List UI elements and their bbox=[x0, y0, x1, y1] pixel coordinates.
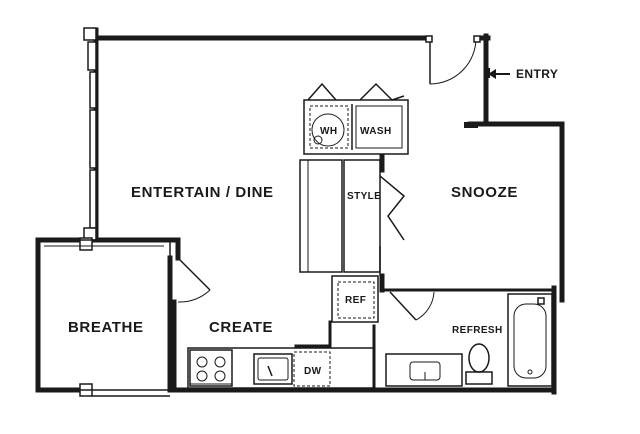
partitions bbox=[294, 122, 556, 392]
room-label-entertain-dine: ENTERTAIN / DINE bbox=[131, 184, 274, 201]
entry-label: ENTRY bbox=[516, 67, 558, 81]
bathroom-door bbox=[389, 291, 435, 321]
dishwasher-label: DW bbox=[304, 366, 322, 377]
entry-door bbox=[425, 35, 481, 85]
room-label-refresh: REFRESH bbox=[452, 325, 503, 336]
wardrobe-closet bbox=[299, 159, 406, 276]
kitchen-counter bbox=[187, 347, 375, 389]
laundry-closet bbox=[303, 82, 409, 155]
bathtub bbox=[507, 293, 553, 387]
balcony-door bbox=[177, 257, 211, 303]
room-label-breathe: BREATHE bbox=[68, 319, 144, 336]
entry-door-marker bbox=[484, 68, 490, 78]
refrigerator-label: REF bbox=[345, 295, 366, 306]
toilet bbox=[465, 343, 493, 385]
arrow-left-icon bbox=[488, 69, 510, 79]
style-closet-label: STYLE bbox=[347, 191, 381, 202]
water-heater-label: WH bbox=[320, 126, 337, 137]
bathroom-vanity bbox=[385, 353, 463, 387]
washer-label: WASH bbox=[360, 126, 392, 137]
left-windows bbox=[79, 27, 170, 397]
room-label-create: CREATE bbox=[209, 319, 273, 336]
refrigerator bbox=[331, 275, 379, 323]
room-label-snooze: SNOOZE bbox=[451, 184, 518, 201]
balcony bbox=[37, 239, 171, 391]
